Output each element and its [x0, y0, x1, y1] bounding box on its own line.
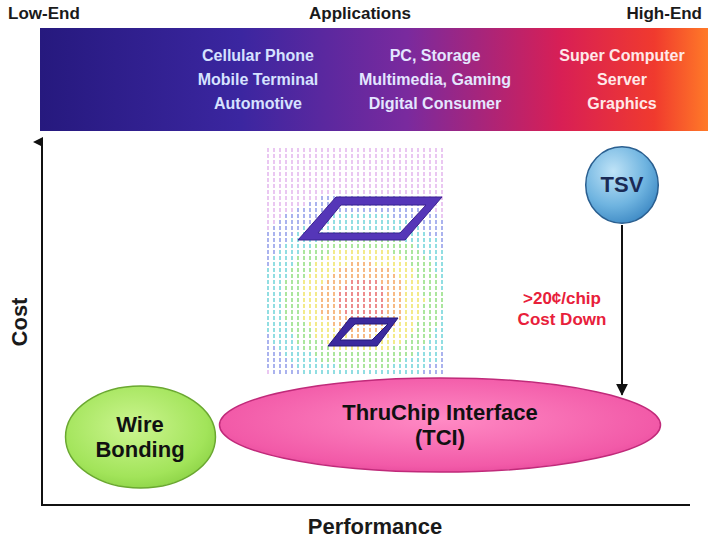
axis-label: Cost: [7, 298, 33, 347]
application-name: Digital Consumer: [369, 95, 501, 113]
application-name: Mobile Terminal: [198, 71, 319, 89]
cost-axis: [41, 142, 43, 506]
band-title: Applications: [309, 4, 411, 24]
performance-axis: [41, 504, 690, 506]
node-label: Wire Bonding: [90, 412, 190, 463]
node-label: ThruChip Interface (TCI): [333, 400, 548, 451]
lower-coil: [328, 318, 398, 346]
application-name: PC, Storage: [390, 47, 481, 65]
wire-bonding-ellipse: Wire Bonding: [64, 385, 217, 489]
axis-end-label: High-End: [626, 4, 702, 24]
application-band: [40, 28, 708, 131]
node-label: TSV: [601, 172, 644, 197]
cost-arrow: [621, 225, 623, 395]
application-name: Super Computer: [559, 47, 684, 65]
tsv-ellipse: TSV: [585, 146, 659, 224]
application-name: Server: [597, 71, 647, 89]
axis-label: Performance: [308, 514, 443, 540]
application-name: Cellular Phone: [202, 47, 314, 65]
tci-ellipse: ThruChip Interface (TCI): [215, 377, 665, 473]
application-name: Multimedia, Gaming: [359, 71, 511, 89]
upper-coil: [298, 197, 442, 240]
axis-end-label: Low-End: [8, 4, 80, 24]
application-name: Automotive: [214, 95, 302, 113]
edge-label: >20¢/chip Cost Down: [512, 288, 612, 331]
application-name: Graphics: [587, 95, 656, 113]
field-illustration: [268, 148, 442, 374]
